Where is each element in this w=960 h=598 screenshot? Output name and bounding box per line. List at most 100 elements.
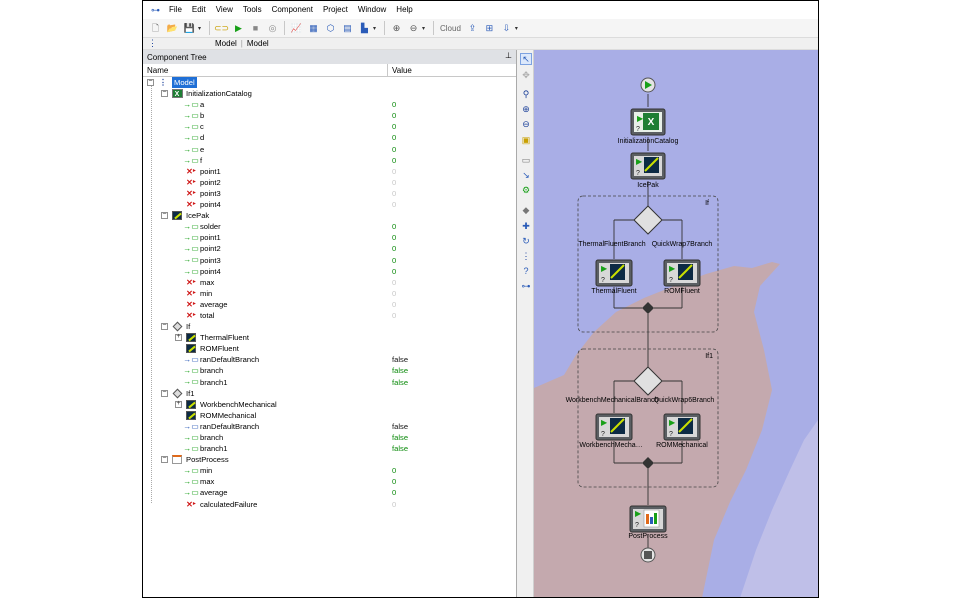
menu-component[interactable]: Component (271, 5, 313, 14)
tree-row-value[interactable]: 0 (392, 255, 397, 265)
romfluent-node[interactable]: ▶ ? (663, 259, 701, 287)
expand-toggle-icon[interactable]: + (175, 333, 182, 342)
tree-row-value[interactable]: 0 (392, 299, 397, 309)
table-icon[interactable]: ▦ (309, 22, 318, 33)
chart-icon[interactable]: 📈 (290, 22, 303, 33)
tree-row-value[interactable]: 0 (392, 310, 397, 320)
tree-row-value[interactable]: 0 (392, 122, 397, 132)
zoom-100-icon[interactable]: ⚲ (522, 88, 530, 99)
postprocess-node[interactable]: ▶ ? (629, 505, 667, 533)
tree-row[interactable]: +WorkbenchMechanical (143, 399, 516, 410)
zoom-out-icon[interactable]: ⊖ (522, 118, 530, 129)
tree-row-value[interactable]: 0 (392, 277, 397, 287)
tree-row-value[interactable]: 0 (392, 144, 397, 154)
tree-row-value[interactable]: 0 (392, 477, 397, 487)
tree-row[interactable]: ROMMechanical (143, 410, 516, 421)
if-merge-node[interactable] (642, 302, 654, 314)
collapse-toggle-icon[interactable]: − (161, 388, 168, 397)
tree-row-value[interactable]: 0 (392, 244, 397, 254)
collapse-toggle-icon[interactable]: − (161, 322, 168, 331)
name-column-header[interactable]: Name (143, 64, 388, 76)
menu-tools[interactable]: Tools (242, 5, 262, 14)
tree-row[interactable]: +ThermalFluent (143, 332, 516, 343)
collapse-toggle-icon[interactable]: − (161, 89, 168, 98)
tree-row-value[interactable]: false (392, 355, 409, 365)
pointer-icon[interactable]: ↖ (520, 53, 532, 65)
tree-row[interactable]: −IcePak (143, 210, 516, 221)
if-tool-icon[interactable]: ◆ (522, 204, 530, 215)
menu-view[interactable]: View (215, 5, 233, 14)
tree-row[interactable]: −PostProcess (143, 454, 516, 465)
tree-row-value[interactable]: 0 (392, 499, 397, 509)
tree-row-value[interactable]: 0 (392, 488, 397, 498)
cloud-download-icon[interactable]: ⇩ (502, 22, 511, 33)
zoom-in-icon[interactable]: ⊕ (522, 103, 530, 114)
if1-decision-node[interactable] (633, 366, 663, 396)
hierarchy-tool-icon[interactable]: ⊶ (521, 280, 531, 291)
tree-row-value[interactable]: 0 (392, 266, 397, 276)
stop-node[interactable] (640, 547, 656, 563)
initializationcatalog-node[interactable]: X ▶ ? (630, 108, 666, 136)
menu-file[interactable]: File (169, 5, 182, 14)
expand-toggle-icon[interactable]: + (175, 399, 182, 408)
tree-row-value[interactable]: 0 (392, 177, 397, 187)
tree-row-value[interactable]: 0 (392, 222, 397, 232)
if1-merge-node[interactable] (642, 457, 654, 469)
tree-row-value[interactable]: false (392, 366, 409, 376)
workbenchmechanical-node[interactable]: ▶ ? (595, 413, 633, 441)
tree-row-value[interactable]: false (392, 377, 409, 387)
stop-icon[interactable]: ■ (252, 22, 259, 33)
help-tool-icon[interactable]: ? (523, 266, 529, 276)
start-node[interactable] (640, 77, 656, 93)
thermalfluent-node[interactable]: ▶ ? (595, 259, 633, 287)
tree-row-value[interactable]: false (392, 433, 409, 442)
navigate-up-icon[interactable]: ⊕ (392, 22, 401, 33)
loop-tool-icon[interactable]: ✚ (522, 220, 530, 231)
tree-row-value[interactable]: 0 (392, 188, 397, 198)
tree-row-value[interactable]: 0 (392, 466, 397, 476)
link-tool-icon[interactable]: ↘ (522, 169, 530, 180)
bar-chart-icon[interactable]: ▙ (361, 22, 368, 33)
save-icon[interactable]: 💾 (183, 22, 196, 33)
tree-row-value[interactable]: 0 (392, 133, 397, 143)
save-dropdown-icon[interactable]: ▾ (198, 25, 202, 32)
tree-row-value[interactable]: false (392, 444, 409, 454)
tree-row-value[interactable]: 0 (392, 233, 397, 243)
menu-edit[interactable]: Edit (191, 5, 206, 14)
pan-icon[interactable]: ✥ (522, 69, 530, 80)
tree-row-value[interactable]: 0 (392, 288, 397, 298)
collapse-toggle-icon[interactable]: − (161, 455, 168, 464)
grid-icon[interactable]: ▤ (343, 22, 352, 33)
sequence-tool-icon[interactable]: ⋮ (521, 250, 531, 261)
rommechanical-node[interactable]: ▶ ? (663, 413, 701, 441)
zoom-fit-icon[interactable]: ▣ (521, 134, 531, 145)
menu-window[interactable]: Window (357, 5, 387, 14)
component-tool-icon[interactable]: ⚙ (521, 184, 531, 195)
if1-container[interactable] (577, 348, 719, 488)
cloud-network-icon[interactable]: ⊞ (485, 22, 494, 33)
tree-row-value[interactable]: 0 (392, 155, 397, 165)
